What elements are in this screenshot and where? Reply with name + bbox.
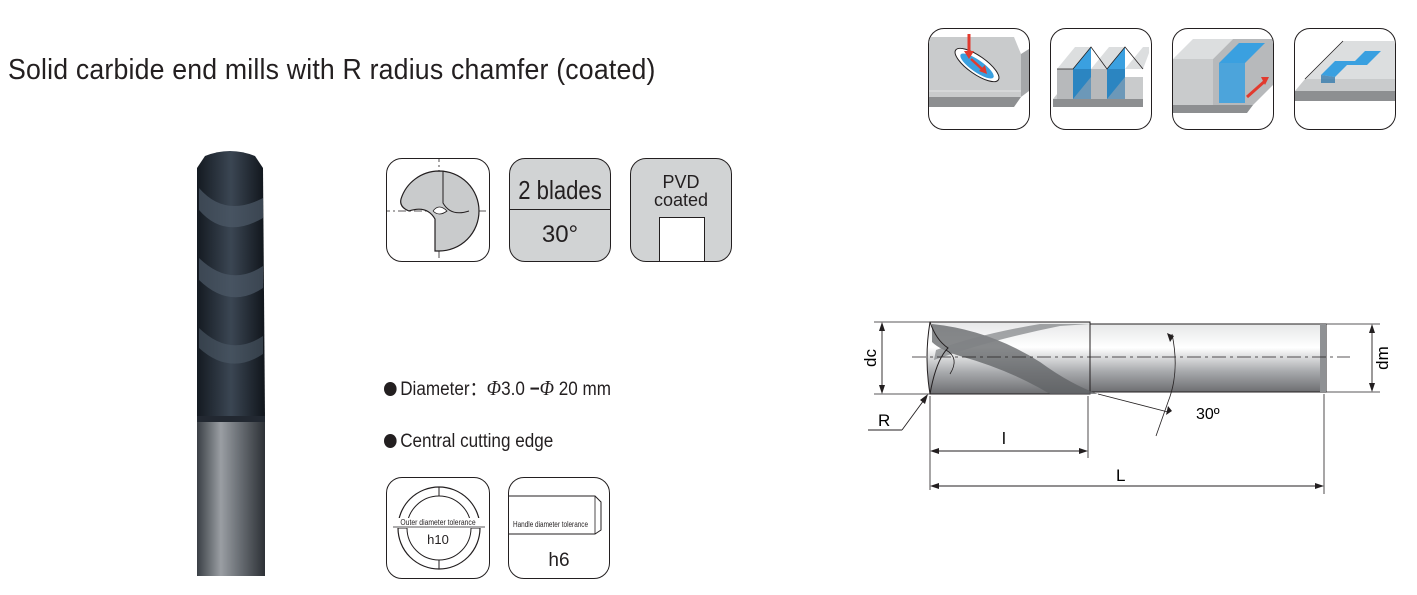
application-pocket-milling-icon: [1294, 28, 1396, 130]
handle-tolerance-code: h6: [548, 550, 570, 571]
overall-length-label: L: [1116, 466, 1125, 485]
dc-label: dc: [861, 349, 880, 367]
handle-tolerance-caption: Handle diameter tolerance: [513, 520, 589, 529]
diameter-unit: mm: [582, 379, 612, 400]
central-edge-label: Central cutting edge: [400, 431, 554, 452]
application-slotting-icon: [1050, 28, 1152, 130]
pocket-milling-icon: [1295, 40, 1395, 101]
blade-count-label: 2 blades: [518, 175, 602, 205]
diameter-min: 3.0: [501, 379, 525, 400]
helix-angle-drawing-label: 30º: [1196, 406, 1220, 423]
application-slot-plunge-icon: [928, 28, 1030, 130]
bullet-icon: [384, 382, 397, 396]
technical-drawing: dc dm R l L 30º: [850, 300, 1410, 500]
cross-section-icon: [386, 158, 490, 262]
end-mill-photo: [185, 148, 275, 580]
diameter-max: 20: [558, 379, 578, 400]
radius-label: R: [878, 411, 890, 430]
phi-symbol: Φ: [486, 376, 502, 400]
phi-symbol: Φ: [539, 376, 555, 400]
helix-angle-label: 30°: [541, 221, 579, 248]
range-dash: −: [529, 379, 540, 400]
central-edge-feature: Central cutting edge: [384, 431, 553, 453]
diameter-label: Diameter：: [400, 379, 487, 400]
outer-tolerance-code: h10: [427, 532, 449, 547]
coating-label-line1: PVD: [662, 172, 700, 192]
outer-tolerance-caption: Outer diameter tolerance: [400, 518, 476, 527]
blades-spec-icon: 2 blades 30°: [509, 158, 611, 262]
pvd-coated-icon: PVD coated: [630, 158, 732, 262]
bullet-icon: [384, 434, 397, 448]
page-title: Solid carbide end mills with R radius ch…: [8, 54, 656, 86]
slot-plunge-icon: [929, 34, 1029, 107]
side-milling-icon: [1173, 39, 1273, 113]
dm-label: dm: [1373, 346, 1392, 370]
outer-diameter-tolerance-icon: Outer diameter tolerance h10: [386, 477, 490, 579]
diameter-feature: Diameter：Φ3.0 −Φ 20 mm: [384, 374, 611, 401]
handle-diameter-tolerance-icon: Handle diameter tolerance h6: [508, 477, 610, 579]
application-side-milling-icon: [1172, 28, 1274, 130]
flute-length-label: l: [1002, 429, 1006, 448]
slotting-icon: [1053, 46, 1149, 107]
coating-label-line2: coated: [653, 190, 709, 210]
